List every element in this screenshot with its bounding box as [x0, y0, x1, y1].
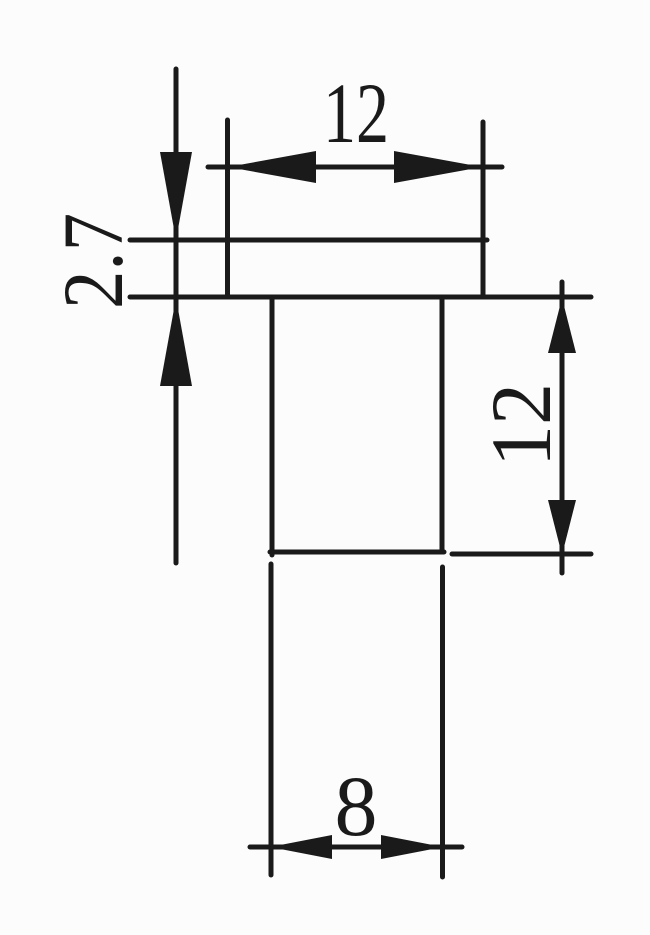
dim-head-thickness: 2.7: [45, 66, 192, 566]
dim-head-width-label: 12: [323, 65, 389, 161]
dim-shank-width: 8: [247, 758, 465, 859]
arrowhead-up: [548, 298, 576, 353]
arrowhead-down: [548, 500, 576, 555]
arrowhead-left: [228, 151, 316, 183]
arrowhead-down: [160, 152, 192, 240]
dim-head-width: 12: [205, 65, 505, 183]
arrowhead-left: [270, 835, 332, 859]
dim-shank-width-label: 8: [335, 758, 378, 854]
arrowhead-up: [160, 298, 192, 386]
dim-shank-length-label: 12: [473, 383, 569, 467]
dim-head-thickness-label: 2.7: [45, 213, 141, 309]
part-outline: [127, 117, 594, 880]
arrowhead-right: [381, 835, 443, 859]
arrowhead-right: [394, 151, 482, 183]
dim-shank-length: 12: [449, 279, 594, 576]
